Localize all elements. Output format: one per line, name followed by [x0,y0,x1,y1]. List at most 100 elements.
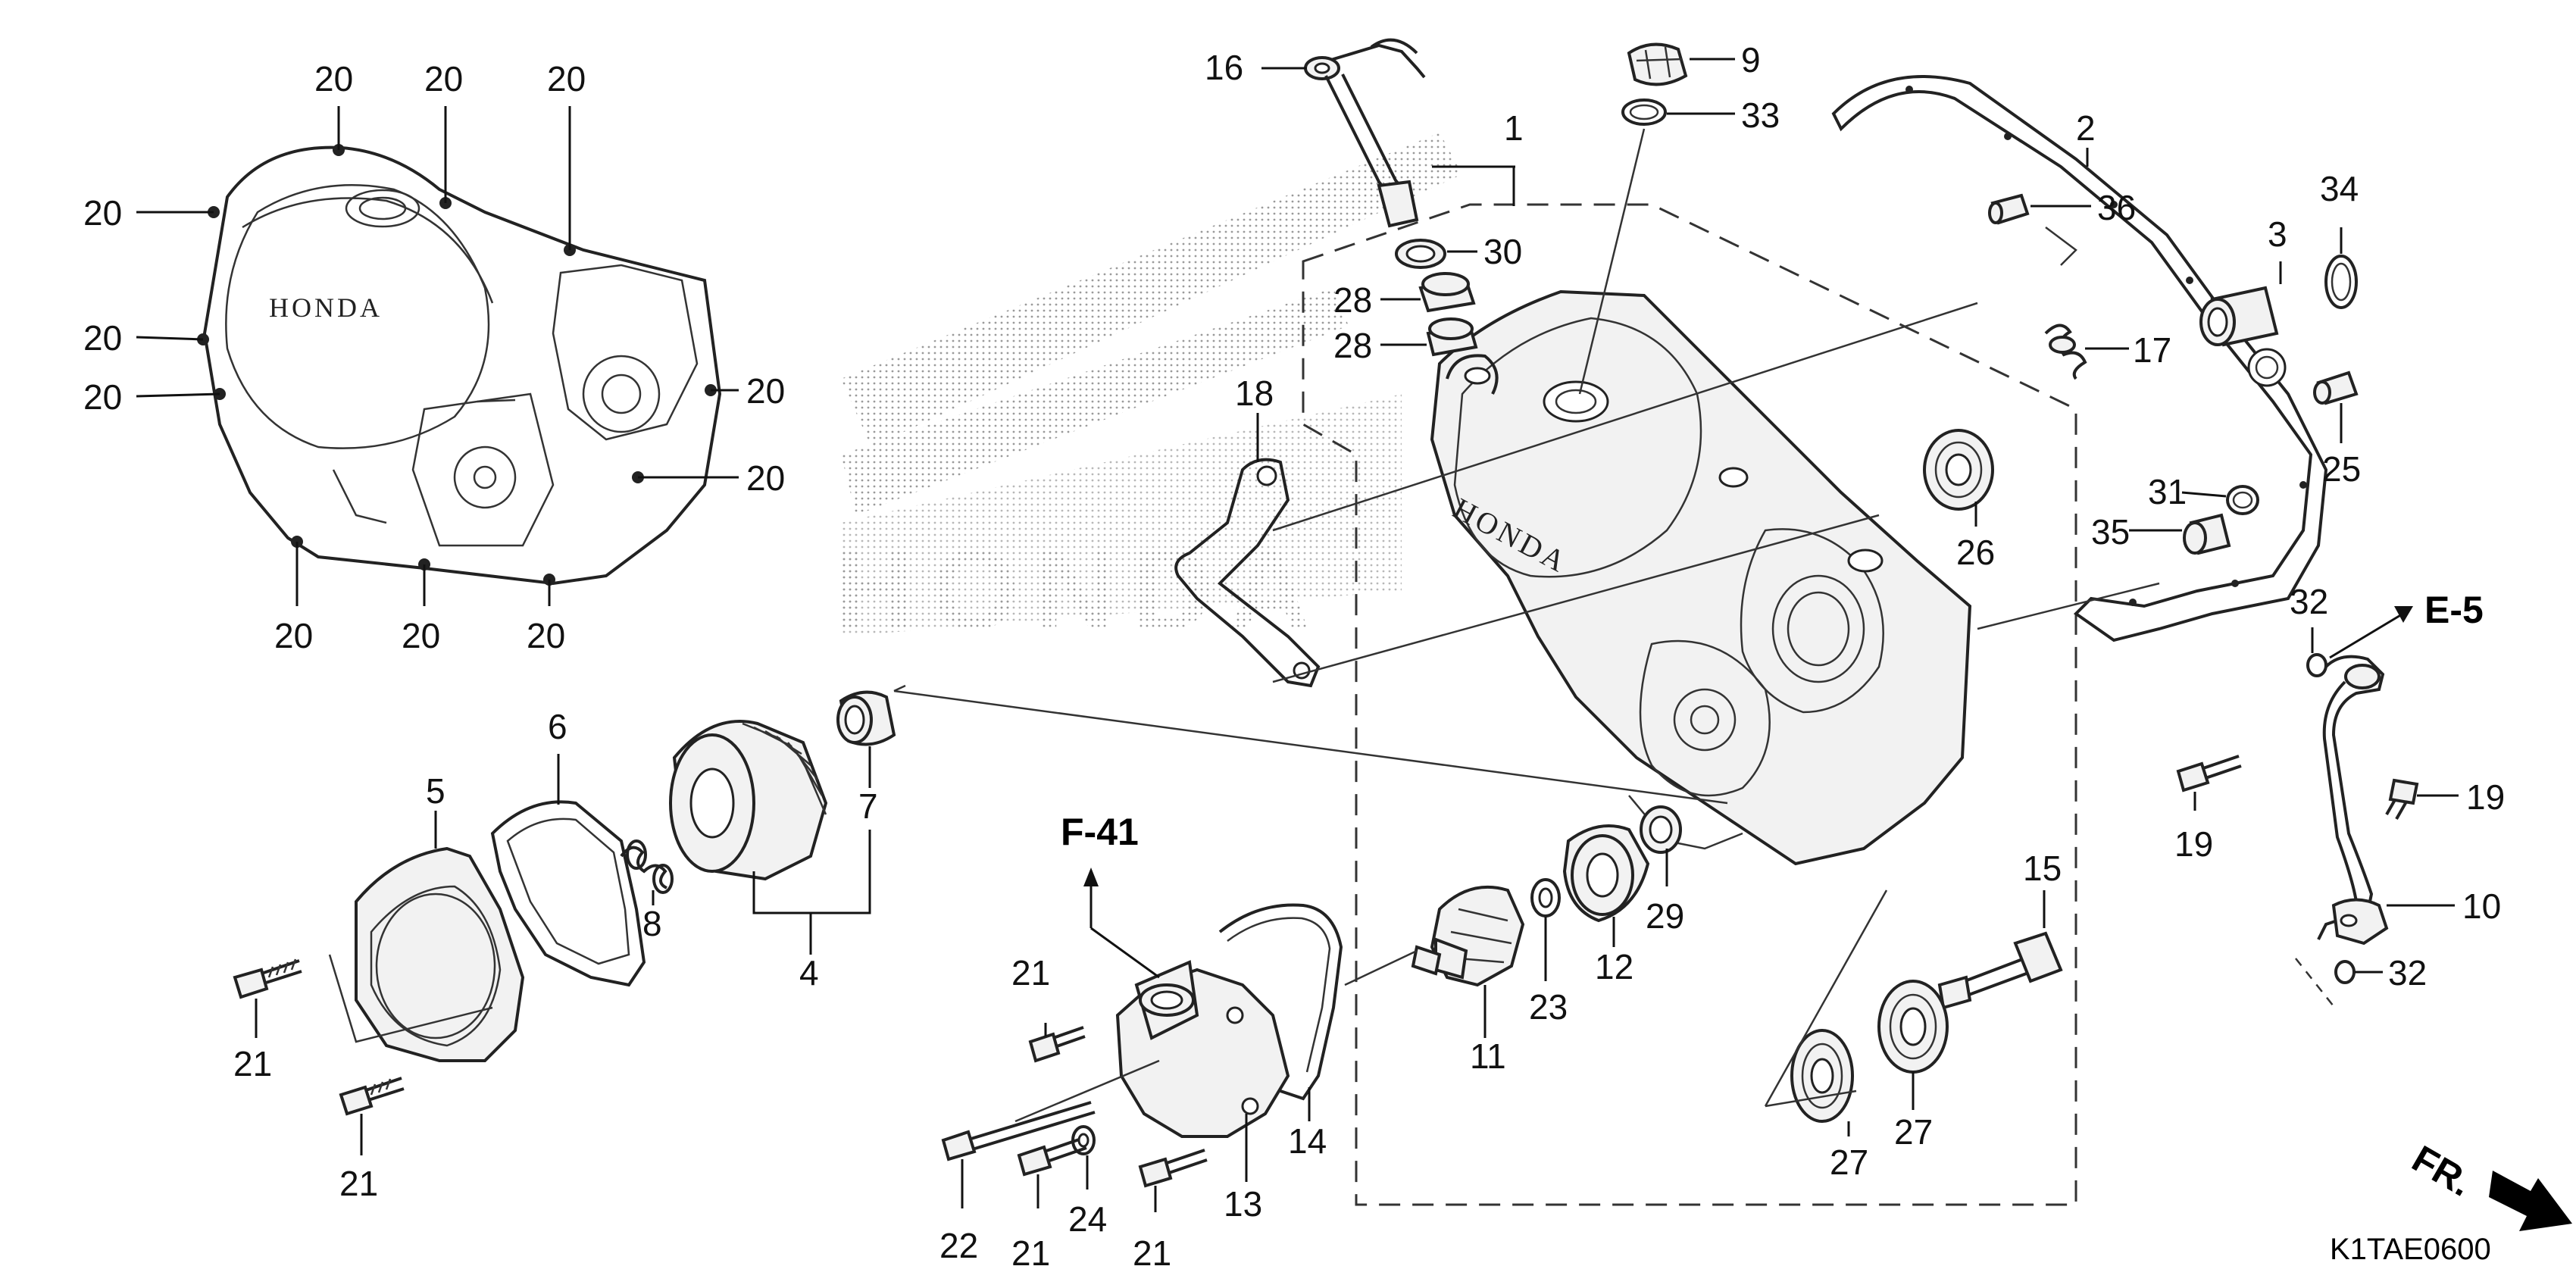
callout-18: 18 [1235,374,1274,413]
guide-bolts-pump [1014,1059,1160,1123]
callout-28b: 28 [1333,326,1372,365]
dowel-35 [2129,513,2231,555]
spring-8 [620,839,674,905]
callout-20e: 20 [83,318,122,358]
bolt-21a [233,958,302,1038]
guide-bearing-a [1764,889,1888,1107]
callout-9: 9 [1741,40,1761,80]
ref-e5-group: E-5 [2329,589,2484,659]
tube-16 [1261,38,1426,228]
callout-20a: 20 [314,59,353,98]
callout-20i: 20 [274,616,313,655]
shaft-15 [1937,890,2063,1010]
callout-4: 4 [799,953,819,993]
right-crankcase-cover: HONDA [1430,289,1972,866]
mechanical-seal-12 [1562,824,1650,947]
callout-24: 24 [1068,1199,1107,1239]
impeller-11 [1411,885,1525,1038]
callout-21d: 21 [1011,1233,1050,1273]
seal-7 [836,690,896,788]
callout-20d: 20 [83,193,122,233]
watermark-logo: HONDA [833,526,1326,653]
callout-33: 33 [1741,95,1780,135]
callout-25: 25 [2322,449,2361,489]
oring-33 [1578,98,1735,395]
callout-17: 17 [2133,330,2171,370]
bearing-26 [1923,429,1994,527]
left-cover-logo: HONDA [269,292,383,323]
callout-20f: 20 [83,377,122,417]
oil-filler-cap-9 [1627,42,1735,86]
callout-31: 31 [2148,472,2187,511]
guide-impeller [1344,949,1418,986]
callout-20g: 20 [746,371,785,411]
callout-21b: 21 [339,1164,378,1203]
callout-12: 12 [1595,947,1633,986]
diagram-code: K1TAE0600 [2330,1233,2491,1266]
guide-bolts-filter [328,954,493,1043]
oring-32a [2306,627,2327,677]
bearing-27b [1790,1029,1854,1136]
watermark-wing [841,133,1462,636]
callout-30: 30 [1483,232,1522,271]
water-pipe-10 [2317,655,2455,946]
callout-20b: 20 [424,59,463,98]
assembly-boundary-1 [1302,165,2077,1206]
oil-seal-29 [1640,805,1682,886]
callout-3: 3 [2268,214,2287,254]
water-pump-cover-13 [1115,960,1290,1182]
callout-1: 1 [1504,108,1524,148]
guide-line-c [1977,582,2160,630]
callout-20k: 20 [527,616,565,655]
callout-5: 5 [426,771,445,811]
guide-line-filter [893,689,1728,805]
callout-6: 6 [548,707,567,746]
callout-34: 34 [2320,169,2359,208]
callout-32b: 32 [2388,953,2427,993]
bolt-21e [1138,1149,1208,1212]
washer-24 [1071,1125,1096,1190]
callout-35: 35 [2091,512,2130,552]
callout-21c: 21 [1011,953,1050,993]
callout-16: 16 [1205,48,1243,87]
callout-11: 11 [1470,1036,1506,1076]
callout-20c: 20 [547,59,586,98]
bushing-3 [2199,261,2282,347]
callout-8: 8 [642,904,662,943]
callout-20j: 20 [402,616,440,655]
callout-29: 29 [1646,896,1684,936]
callout-15: 15 [2023,849,2062,888]
washer-23 [1530,878,1561,981]
oring-31 [2181,485,2259,515]
pump-gasket-14 [1218,903,1343,1121]
callout-19b: 19 [2466,777,2505,817]
callout-21e: 21 [1133,1233,1171,1273]
oil-filter-4 [669,720,828,881]
seal-30 [1395,239,1477,269]
bolt-21d [1017,1136,1087,1208]
spring-17 [2044,324,2129,380]
ref-e5[interactable]: E-5 [2424,589,2484,631]
front-direction-indicator: FR. [2406,1137,2572,1231]
callout-26: 26 [1956,533,1995,572]
bearing-27a [1877,980,1949,1110]
bushing-28b [1380,317,1478,357]
front-label: FR. [2406,1137,2480,1205]
washer-34 [2324,227,2358,309]
callout-2: 2 [2076,108,2096,148]
ref-f41[interactable]: F-41 [1061,811,1139,853]
guide-line-a [1272,302,1978,532]
dowel-36 [1988,193,2091,225]
bracket-4-7 [752,830,871,955]
guide-bearing-b [1765,1089,1857,1108]
left-cover-reference: HONDA [197,144,722,586]
filter-gasket-6 [490,754,646,987]
callout-20h: 20 [746,458,785,498]
bolt-21b [339,1077,405,1155]
callout-14: 14 [1288,1121,1327,1161]
ref-f41-group: F-41 [1061,811,1160,979]
callout-13: 13 [1224,1184,1262,1224]
oring-32b [2295,958,2383,1007]
bushing-28a [1380,272,1476,313]
